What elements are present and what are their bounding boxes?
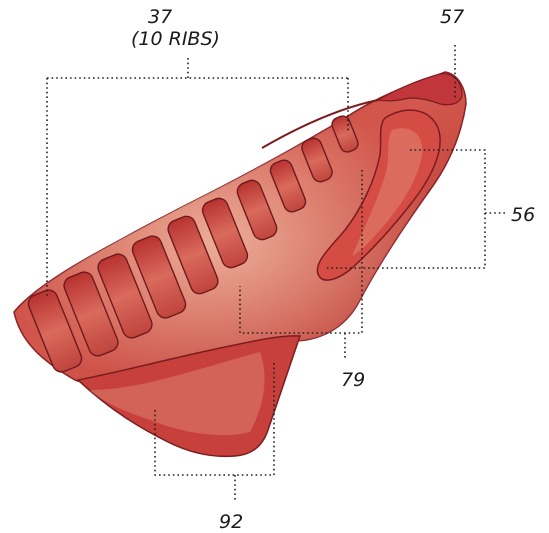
label-37-note: (10 RIBS)	[131, 30, 220, 49]
label-57: 57	[440, 8, 464, 27]
label-92: 92	[219, 513, 243, 532]
label-79: 79	[341, 371, 365, 390]
label-37: 37	[148, 8, 172, 27]
label-56: 56	[511, 206, 535, 225]
